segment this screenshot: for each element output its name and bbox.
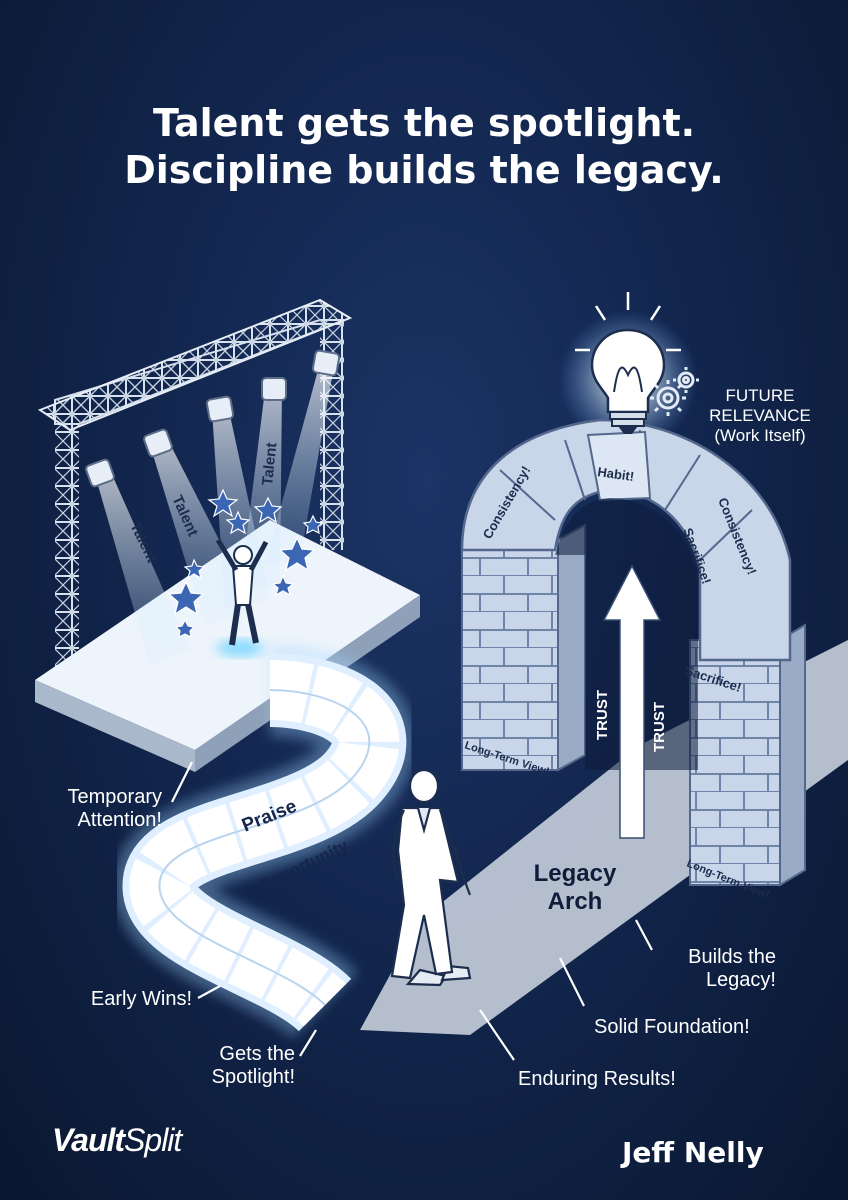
callout-solid-foundation: Solid Foundation! [594, 1016, 750, 1038]
trust-left-label: TRUST [594, 690, 611, 740]
arch-pillar-right [689, 639, 781, 886]
brand-bold: Vault [52, 1122, 125, 1158]
star-icon [271, 574, 295, 597]
callout-builds-legacy: Builds the Legacy! [640, 946, 776, 992]
future-line-3: (Work Itself) [714, 426, 806, 445]
star-icon [225, 510, 251, 535]
legacy-arch-title: Legacy Arch [520, 860, 630, 916]
lightbulb-icon [575, 292, 681, 434]
truss-left [55, 400, 79, 685]
star-icon [183, 558, 206, 580]
callout-temporary-attention: Temporary Attention! [20, 786, 162, 832]
stage-platform [35, 520, 420, 750]
legacy-arch-title-line-2: Arch [547, 888, 603, 915]
callout-builds-line-2: Legacy! [705, 969, 776, 991]
spotlight-lamps [85, 349, 341, 488]
future-relevance-label: FUTURE RELEVANCE (Work Itself) [690, 386, 830, 446]
legacy-arch-title-line-1: Legacy [533, 860, 617, 887]
arrow-up-icon [602, 564, 662, 839]
stone-habit: Habit! [597, 464, 636, 484]
spotlight-path [113, 644, 416, 1040]
star-icon [167, 580, 205, 616]
star-icon [302, 514, 324, 535]
gear-icon [650, 367, 699, 416]
callout-builds-line-1: Builds the [688, 946, 776, 968]
stage: Talent Talent Talent [35, 298, 420, 772]
headline-line-1: Talent gets the spotlight. [152, 101, 696, 145]
author-name: Jeff Nelly [622, 1136, 764, 1169]
brand-light: Split [124, 1122, 182, 1158]
callout-pointers [171, 761, 653, 1061]
star-icon [207, 488, 239, 518]
future-line-1: FUTURE [725, 386, 795, 405]
businessman-figure [390, 768, 472, 987]
callout-early-wins: Early Wins! [90, 988, 192, 1010]
callout-temporary-line-2: Attention! [77, 809, 162, 831]
star-icon [278, 536, 316, 572]
brand-logo: VaultSplit [52, 1122, 182, 1159]
callout-spotlight-line-2: Spotlight! [211, 1066, 295, 1088]
arch-pillar-left [461, 539, 559, 771]
callout-gets-spotlight: Gets the Spotlight! [150, 1043, 295, 1089]
headline-line-2: Discipline builds the legacy. [124, 148, 724, 192]
callout-temporary-line-1: Temporary [67, 786, 162, 808]
trust-right-label: TRUST [651, 702, 668, 752]
callout-enduring-results: Enduring Results! [518, 1068, 676, 1090]
star-icon [253, 496, 283, 524]
future-line-2: RELEVANCE [709, 406, 811, 425]
callout-spotlight-line-1: Gets the [219, 1043, 295, 1065]
beam-label-3: Talent [259, 442, 280, 487]
star-icon [174, 618, 196, 639]
stars [167, 488, 324, 639]
performer-figure [215, 538, 269, 646]
